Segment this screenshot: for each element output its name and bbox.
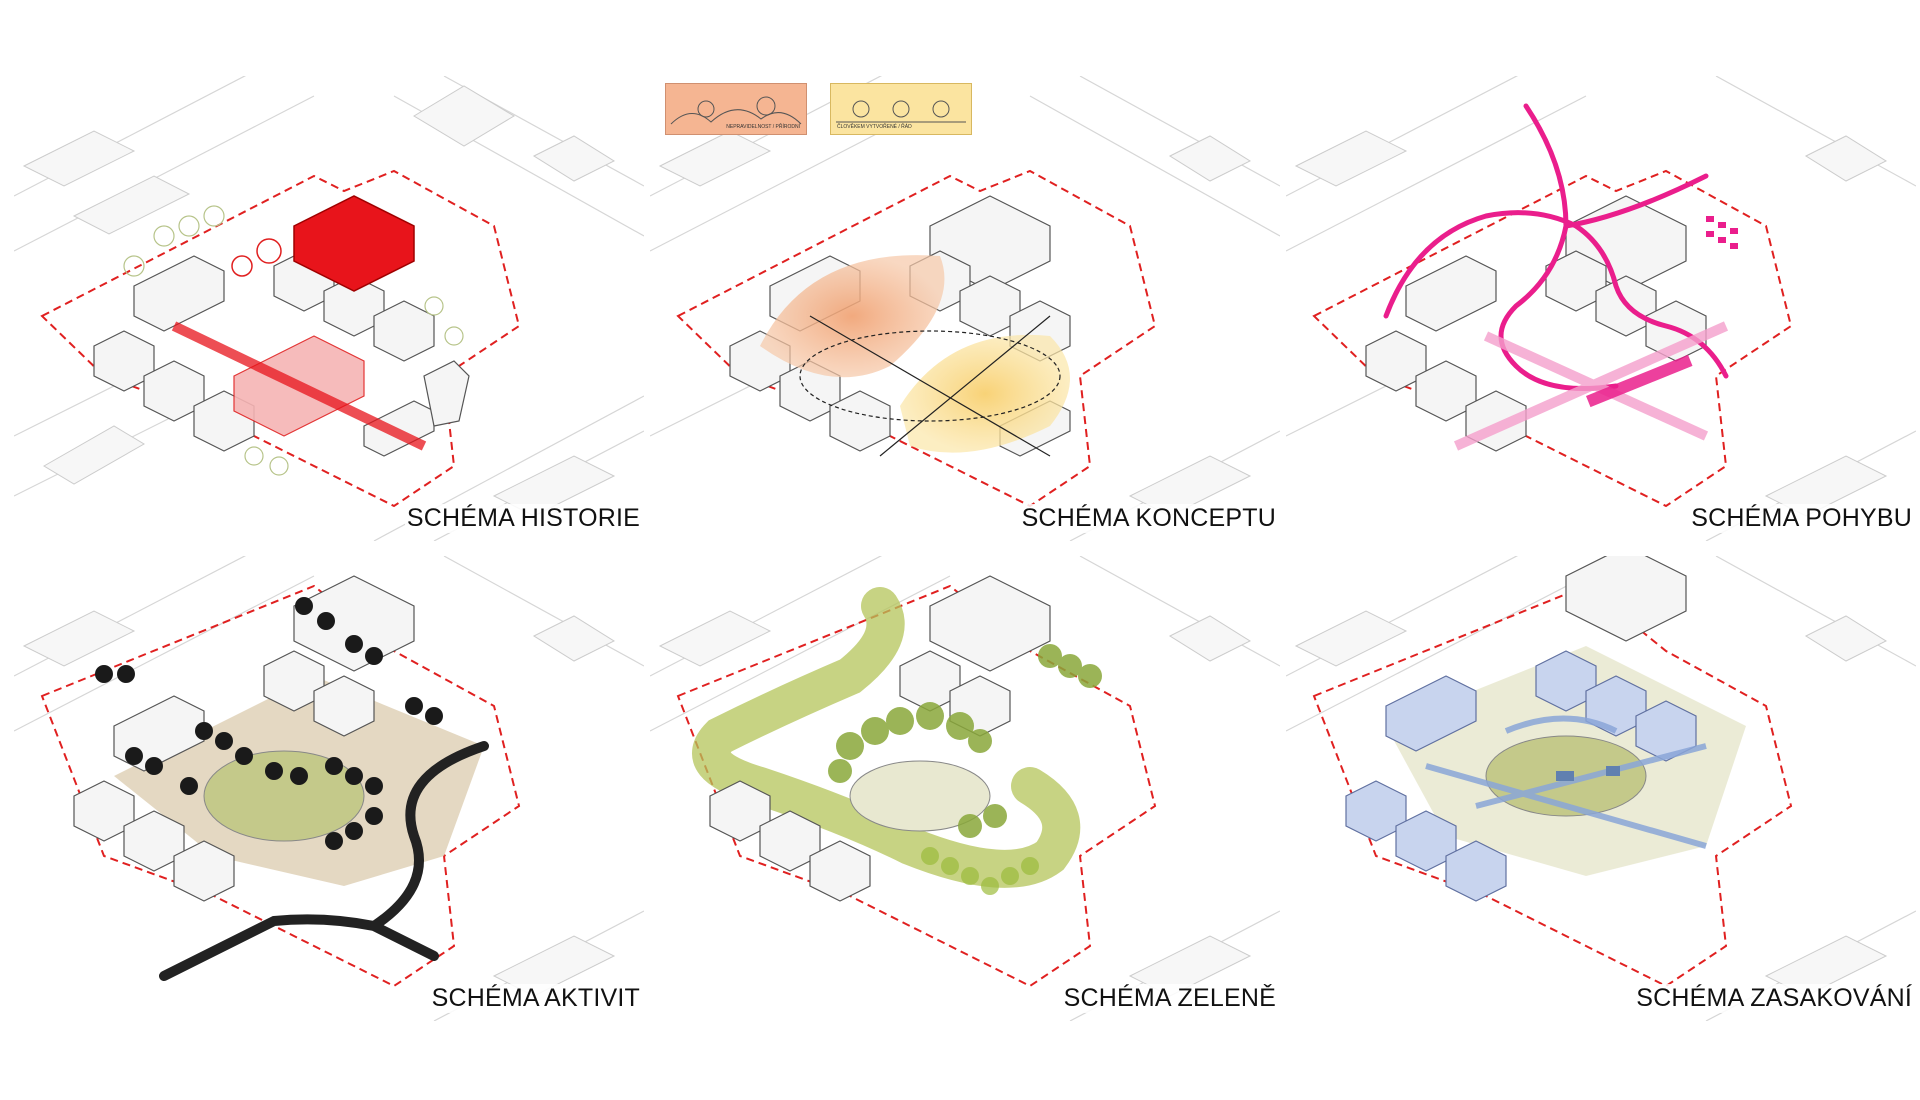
legend-ordered: ČLOVĚKEM VYTVOŘENÉ / ŘÁD bbox=[830, 83, 972, 135]
central-lawn bbox=[849, 760, 991, 832]
site-buildings bbox=[1345, 650, 1697, 902]
concept-natural-zone bbox=[760, 255, 945, 378]
historic-trees bbox=[123, 205, 464, 476]
site-buildings bbox=[93, 250, 470, 457]
historic-red-trees bbox=[231, 238, 282, 277]
park-trees bbox=[828, 644, 1102, 838]
historic-barn bbox=[293, 195, 415, 292]
aktivit-scene bbox=[14, 556, 644, 1021]
context-buildings bbox=[22, 610, 616, 997]
panel-zelene: SCHÉMA ZELENĚ bbox=[650, 556, 1280, 1021]
movement-main-paths bbox=[1383, 103, 1729, 391]
historic-axis bbox=[171, 321, 427, 451]
zelene-scene bbox=[650, 556, 1280, 1021]
infiltration-channels bbox=[1425, 715, 1707, 849]
panel-label-aktivit: SCHÉMA AKTIVIT bbox=[429, 984, 642, 1013]
legend-ordered-trees-icon bbox=[836, 100, 966, 123]
green-corridor bbox=[692, 587, 1081, 888]
legend-natural: NEPRAVIDELNOST / PŘÍRODNÍ bbox=[665, 83, 807, 135]
movement-secondary-paths bbox=[1453, 321, 1729, 451]
panel-label-zasakovani: SCHÉMA ZASAKOVÁNÍ bbox=[1634, 984, 1914, 1013]
panel-label-konceptu: SCHÉMA KONCEPTU bbox=[1019, 504, 1278, 533]
tree-rows bbox=[921, 847, 1039, 895]
activity-road bbox=[159, 741, 489, 981]
panel-label-historie: SCHÉMA HISTORIE bbox=[404, 504, 642, 533]
konceptu-scene bbox=[650, 76, 1280, 541]
legend-natural-trees-icon bbox=[670, 96, 802, 125]
legend-natural-text: NEPRAVIDELNOST / PŘÍRODNÍ bbox=[726, 124, 800, 130]
panel-label-pohybu: SCHÉMA POHYBU bbox=[1689, 504, 1914, 533]
panel-konceptu: NEPRAVIDELNOST / PŘÍRODNÍ ČLOVĚKEM VYTVO… bbox=[650, 76, 1280, 541]
panel-label-zelene: SCHÉMA ZELENĚ bbox=[1061, 984, 1278, 1013]
context-buildings bbox=[658, 610, 1252, 997]
concept-ordered-zone bbox=[900, 334, 1070, 453]
movement-parking bbox=[1586, 216, 1738, 408]
water-basins bbox=[1556, 766, 1620, 781]
pohybu-scene bbox=[1286, 76, 1916, 541]
panel-zasakovani: SCHÉMA ZASAKOVÁNÍ bbox=[1286, 556, 1916, 1021]
panel-aktivit: SCHÉMA AKTIVIT bbox=[14, 556, 644, 1021]
context-buildings bbox=[22, 85, 616, 517]
legend-ordered-text: ČLOVĚKEM VYTVOŘENÉ / ŘÁD bbox=[837, 124, 912, 130]
panel-pohybu: SCHÉMA POHYBU bbox=[1286, 76, 1916, 541]
context-buildings bbox=[1294, 130, 1888, 517]
concept-axes bbox=[799, 315, 1061, 457]
central-lawn bbox=[203, 750, 365, 842]
zasakovani-scene bbox=[1286, 556, 1916, 1021]
context-buildings bbox=[1294, 610, 1888, 997]
historie-scene bbox=[14, 76, 644, 541]
activity-pins bbox=[95, 597, 443, 850]
storage-barn bbox=[1565, 556, 1687, 642]
context-buildings bbox=[658, 130, 1252, 517]
panel-historie: SCHÉMA HISTORIE bbox=[14, 76, 644, 541]
site-buildings bbox=[709, 575, 1051, 902]
